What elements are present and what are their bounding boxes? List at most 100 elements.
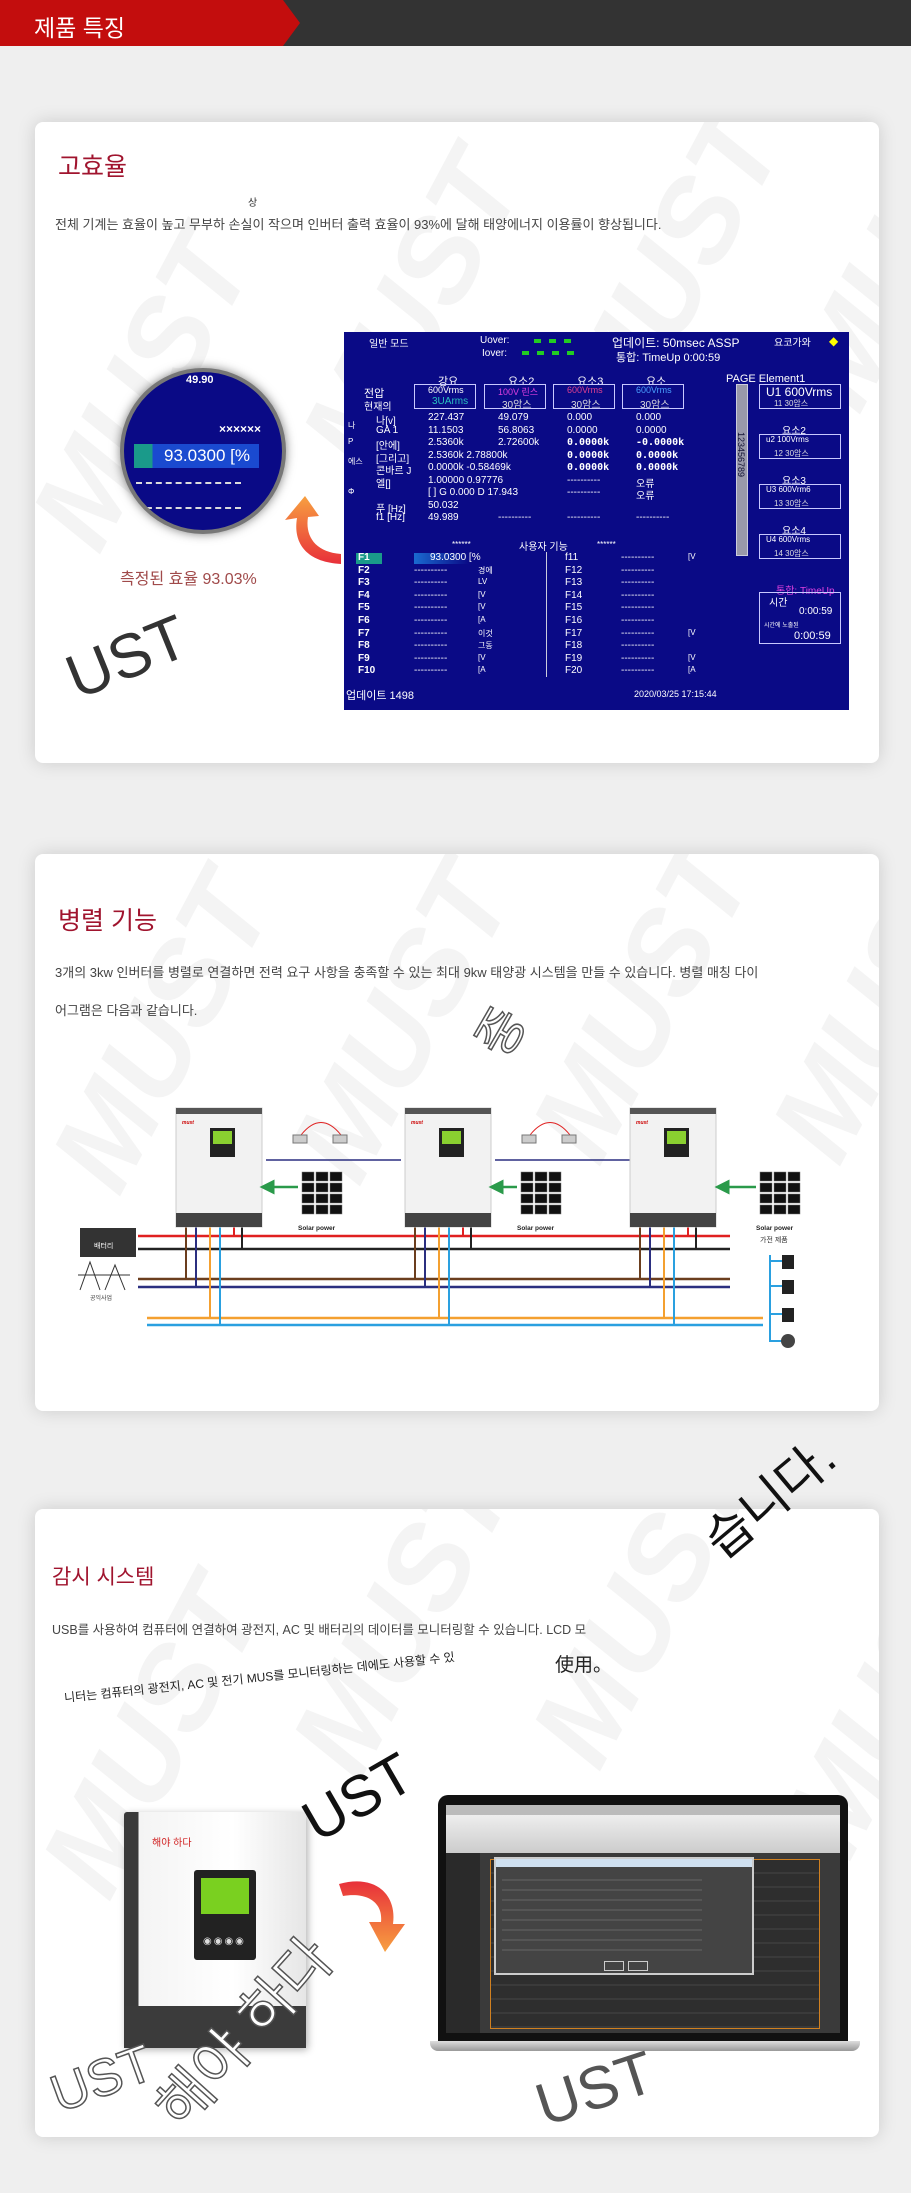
element-current: 11 30암스 xyxy=(774,399,809,408)
status-led xyxy=(522,351,529,355)
inverter-top xyxy=(176,1108,262,1114)
range-current: 30암스 xyxy=(571,400,601,411)
curved-arrow-down-icon xyxy=(339,1881,405,1952)
solar-power-label: Solar power xyxy=(517,1225,555,1232)
brand-label: 요코가와 xyxy=(774,338,811,349)
side-label: Φ xyxy=(348,487,355,496)
measurement-value: 56.8063 xyxy=(498,424,535,436)
zoom-stars: ×××××× xyxy=(219,422,262,436)
f1-highlight xyxy=(356,553,382,564)
solar-cell xyxy=(301,1204,315,1215)
side-label: P xyxy=(348,437,354,446)
tv-icon xyxy=(782,1280,794,1294)
measurement-value: 2.72600k xyxy=(498,437,540,448)
time-value: 0:00:59 xyxy=(799,606,833,617)
inverter-lcd xyxy=(213,1131,232,1144)
measurement-value: 0.0000k xyxy=(567,449,610,461)
function-label: F3 xyxy=(358,577,370,589)
function-unit: 경에 xyxy=(478,565,493,575)
solar-cell xyxy=(548,1171,562,1182)
zoom-top-value: 49.90 xyxy=(186,374,214,386)
uover-label: Uover: xyxy=(480,335,510,346)
element-box xyxy=(622,384,684,409)
mode-label: 일반 모드 xyxy=(369,339,409,350)
solar-cell xyxy=(548,1182,562,1193)
function-value: ---------- xyxy=(414,627,448,639)
row-label: GA 1 xyxy=(376,424,399,436)
function-label: F8 xyxy=(358,640,370,652)
solar-cell xyxy=(787,1171,801,1182)
range-voltage: 100V 린스 xyxy=(498,387,539,397)
efficiency-zoom-circle: 49.90 ×××××× 93.0300 [% xyxy=(120,368,286,534)
solar-cell xyxy=(301,1182,315,1193)
function-value: ---------- xyxy=(621,640,655,652)
function-value: ---------- xyxy=(414,615,448,626)
function-label: F2 xyxy=(358,564,370,576)
high-efficiency-card: MUST MUST MUST MUST 고효율 전체 기계는 효율이 높고 무부… xyxy=(35,122,879,763)
parallel-card: MUST MUST MUST MUST 병렬 기능 3개의 3kw 인버터를 병… xyxy=(35,854,879,1411)
overlay-text: 使用。 xyxy=(555,1655,613,1676)
status-led xyxy=(567,351,574,355)
dash-line xyxy=(136,507,241,509)
timestamp: 2020/03/25 17:15:44 xyxy=(634,689,717,699)
row-label: 나[v] xyxy=(376,416,396,427)
inverter-brand-label: 해야 하다 xyxy=(152,1838,192,1849)
row-label: 전압 xyxy=(364,388,385,400)
solar-cell xyxy=(329,1182,343,1193)
section-tab-label: 제품 특징 xyxy=(34,15,126,41)
scrollbar[interactable] xyxy=(736,384,748,556)
exposed-label: 시간에 노출된 xyxy=(764,623,799,629)
element-summary-box xyxy=(759,484,841,509)
function-label: F12 xyxy=(565,564,583,576)
function-unit: [V xyxy=(688,552,696,561)
inverter-brand: must xyxy=(636,1120,648,1126)
overlay-text: UST xyxy=(291,1740,425,1855)
solar-cell xyxy=(787,1204,801,1215)
integration-box xyxy=(759,592,841,644)
dialog-cancel-button[interactable] xyxy=(628,1961,648,1971)
function-label: F20 xyxy=(565,665,583,677)
solar-cell xyxy=(759,1182,773,1193)
lcd-display xyxy=(201,1878,249,1914)
time-value-2: 0:00:59 xyxy=(794,630,831,642)
monitoring-software-screen xyxy=(446,1805,840,2033)
measurement-value: 0.0000k xyxy=(636,449,679,461)
function-value: ---------- xyxy=(621,665,655,677)
integration-label: 통합: TimeUp xyxy=(776,586,835,597)
battery-icon xyxy=(80,1228,136,1257)
function-label: F18 xyxy=(565,640,583,652)
solar-cell xyxy=(534,1171,548,1182)
section-description: USB를 사용하여 컴퓨터에 연결하여 광전지, AC 및 배터리의 데이터를 … xyxy=(52,1623,587,1637)
dialog-confirm-button[interactable] xyxy=(604,1961,624,1971)
measurement-value: 오류 xyxy=(636,478,655,490)
function-label: F6 xyxy=(358,615,370,626)
function-label: F9 xyxy=(358,652,370,664)
solar-cell xyxy=(759,1171,773,1182)
solar-cell xyxy=(787,1182,801,1193)
function-label: F1 xyxy=(358,552,370,563)
inverter-lcd xyxy=(442,1131,461,1144)
measurement-value: 50.032 xyxy=(428,499,459,511)
measurement-value: 49.079 xyxy=(498,412,529,423)
measurement-value: 0.0000k xyxy=(567,462,610,473)
f1-value-bar xyxy=(414,553,469,564)
slanted-overlay-text: 니터는 컴퓨터의 광전지, AC 및 전기 MUS를 모니터링하는 데에도 사용… xyxy=(63,1650,456,1705)
row-label: 현재의 xyxy=(364,402,392,413)
function-label: F19 xyxy=(565,652,583,664)
element-current: 12 30암스 xyxy=(774,449,809,458)
dialog-titlebar xyxy=(496,1859,752,1867)
solar-cell xyxy=(787,1193,801,1204)
scroll-digits: 123456789 xyxy=(736,432,746,478)
function-label: F13 xyxy=(565,577,583,589)
measurement-value: ---------- xyxy=(567,474,601,486)
range-current: 30암스 xyxy=(640,400,670,411)
measurement-value: 0.000 xyxy=(567,412,593,423)
function-label: F5 xyxy=(358,602,370,614)
element-label: 요소3 xyxy=(782,476,806,487)
func-header: 사용자 기능 xyxy=(519,542,568,553)
row-label: [안에] xyxy=(376,441,400,452)
function-unit: 이것 xyxy=(478,628,493,638)
function-value: ---------- xyxy=(414,652,448,664)
solar-cell xyxy=(301,1193,315,1204)
measurement-value: 2.5360k 2.78800k xyxy=(428,449,508,461)
